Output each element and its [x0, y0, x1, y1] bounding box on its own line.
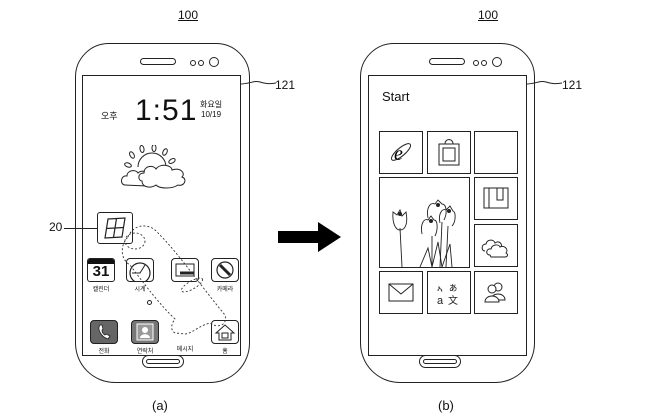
- svg-text:ኣ: ኣ: [437, 284, 443, 295]
- app-label: 카메라: [216, 287, 234, 293]
- app-label: 연락처: [136, 349, 154, 355]
- svg-text:a: a: [437, 295, 444, 307]
- shopping-bag-icon: [438, 139, 460, 166]
- app-camera[interactable]: 카메라: [210, 258, 240, 293]
- tile-people[interactable]: [474, 271, 518, 314]
- dock-contacts[interactable]: 연락처: [130, 320, 160, 355]
- app-clock[interactable]: 시계: [125, 258, 155, 293]
- windows-logo-icon: [104, 217, 126, 239]
- floppy-disk-icon: [483, 187, 509, 209]
- front-camera: [492, 57, 502, 67]
- svg-text:文: 文: [448, 294, 458, 307]
- tile-weather[interactable]: [474, 224, 518, 267]
- app-label: 메시지: [176, 347, 194, 353]
- ref-number-121-right: 121: [562, 78, 583, 92]
- svg-text:e: e: [394, 143, 403, 165]
- ref-number-100-right: 100: [478, 8, 499, 22]
- ref-number-20: 20: [49, 220, 63, 234]
- leader-line-121: [240, 80, 276, 85]
- start-title: Start: [382, 89, 410, 104]
- ampm-label: 오후: [101, 111, 118, 121]
- dock-phone[interactable]: 전화: [89, 320, 119, 355]
- app-label: 홈: [222, 349, 228, 355]
- home-button[interactable]: [419, 355, 461, 368]
- tile-mail[interactable]: [379, 271, 423, 314]
- home-button[interactable]: [142, 355, 184, 368]
- leader-line-121: [526, 80, 562, 85]
- ref-number-121-left: 121: [275, 78, 296, 92]
- camera-icon: [211, 258, 239, 282]
- sensor-dot: [190, 60, 196, 66]
- right-arrow-icon: [278, 222, 341, 252]
- earpiece: [140, 58, 176, 65]
- tile-empty[interactable]: [474, 131, 518, 174]
- caption-a: (a): [152, 398, 168, 413]
- envelope-icon: [388, 283, 414, 302]
- calendar-day: 31: [92, 263, 110, 280]
- app-calendar[interactable]: 31 캘린더: [86, 258, 116, 293]
- ref-number-100-left: 100: [178, 8, 199, 22]
- people-icon: [484, 282, 506, 303]
- earpiece: [429, 58, 465, 65]
- svg-text:ぁ: ぁ: [448, 283, 458, 294]
- weekday: 화요일: [200, 100, 223, 109]
- clock-icon: [126, 258, 154, 282]
- phone-icon: [90, 320, 118, 344]
- sun-cloud-icon: [121, 145, 186, 189]
- tile-save[interactable]: [474, 177, 518, 220]
- sensor-dot: [481, 60, 487, 66]
- calendar-icon: 31: [87, 258, 115, 282]
- finger-gesture-icon: [121, 225, 226, 335]
- clock-time: 1:51: [135, 94, 198, 127]
- contacts-icon: [131, 320, 159, 344]
- sensor-dot: [198, 60, 204, 66]
- app-label: 시계: [134, 287, 146, 293]
- tile-store[interactable]: [427, 131, 471, 174]
- leader-line-20: [64, 228, 98, 229]
- front-camera: [209, 57, 219, 67]
- internet-explorer-icon: e: [390, 143, 412, 165]
- caption-b: (b): [438, 398, 454, 413]
- sensor-dot: [473, 60, 479, 66]
- page-indicator: [147, 300, 152, 305]
- app-label: 캘린더: [92, 287, 110, 293]
- dock-message[interactable]: 메시지: [170, 320, 200, 353]
- app-label: 전화: [98, 349, 110, 355]
- date: 10/19: [201, 110, 222, 119]
- tulip-photo-icon: [392, 199, 456, 267]
- tile-browser[interactable]: e: [379, 131, 423, 174]
- tile-photos[interactable]: [379, 177, 470, 268]
- cloud-icon: [481, 239, 509, 258]
- date-block: 화요일 10/19: [200, 100, 222, 120]
